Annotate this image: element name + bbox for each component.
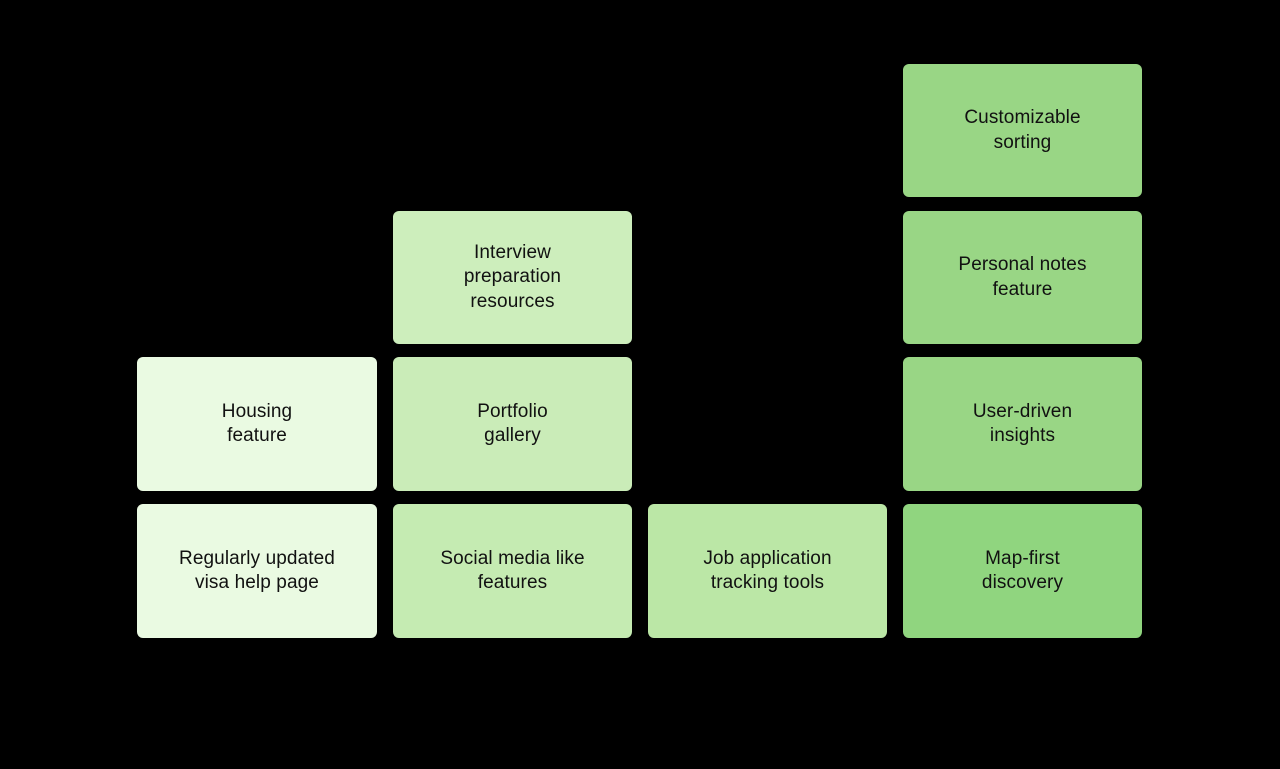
feature-cell-label: Customizable sorting (964, 107, 1081, 153)
feature-cell-map-first-discovery[interactable]: Map-first discovery (903, 504, 1142, 638)
feature-cell-personal-notes-feature[interactable]: Personal notes feature (903, 211, 1142, 344)
feature-cell-interview-preparation-resources[interactable]: Interview preparation resources (393, 211, 632, 344)
feature-cell-label: Social media like features (440, 547, 585, 594)
feature-cell-label: Personal notes feature (958, 254, 1087, 300)
feature-cell-job-application-tracking-tools[interactable]: Job application tracking tools (648, 504, 887, 638)
feature-cell-housing-feature[interactable]: Housing feature (137, 357, 377, 491)
feature-cell-label: Job application tracking tools (703, 547, 832, 594)
feature-cell-portfolio-gallery[interactable]: Portfolio gallery (393, 357, 632, 491)
feature-cell-label: Portfolio gallery (477, 400, 548, 447)
feature-cell-label: Interview preparation resources (463, 241, 562, 312)
feature-cell-regularly-updated-visa-help-page[interactable]: Regularly updated visa help page (137, 504, 377, 638)
feature-cell-label: Housing feature (221, 400, 293, 447)
feature-cell-label: User-driven insights (972, 400, 1073, 447)
feature-cell-social-media-like-features[interactable]: Social media like features (393, 504, 632, 638)
feature-cell-customizable-sorting[interactable]: Customizable sorting (903, 64, 1142, 197)
feature-cell-label: Regularly updated visa help page (179, 547, 335, 594)
feature-cell-user-driven-insights[interactable]: User-driven insights (903, 357, 1142, 491)
feature-cell-label: Map-first discovery (981, 547, 1064, 594)
